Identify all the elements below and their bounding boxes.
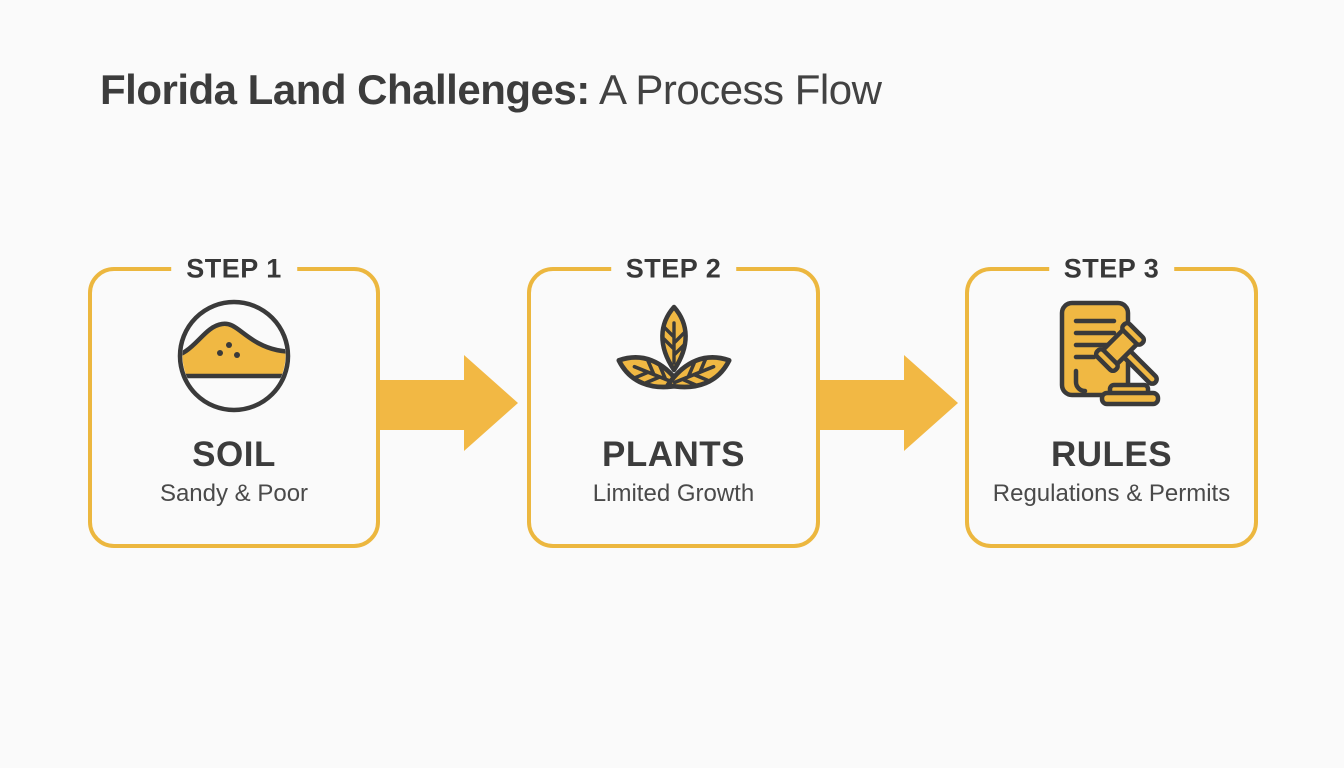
step-label: STEP 1	[171, 253, 297, 285]
step-card-rules: STEP 3 RULES Regulations & Permits	[965, 253, 1258, 548]
title-regular-segment: A Process Flow	[598, 66, 882, 113]
arrow-right-icon	[820, 355, 958, 451]
step-name: PLANTS	[602, 435, 745, 474]
step-label: STEP 3	[1048, 253, 1175, 285]
soil-icon	[176, 299, 292, 415]
step-description: Sandy & Poor	[159, 480, 309, 507]
page-title: Florida Land Challenges:A Process Flow	[100, 66, 882, 114]
step-label: STEP 2	[610, 253, 737, 285]
title-bold-segment: Florida Land Challenges:	[100, 66, 590, 113]
step-card-plants: STEP 2 PLANTS Limited Growth	[527, 253, 820, 548]
rules-icon	[1054, 299, 1170, 415]
step-name: RULES	[1050, 435, 1173, 474]
step-description: Limited Growth	[592, 480, 755, 507]
plants-icon	[616, 299, 732, 415]
arrow-right-icon	[380, 355, 518, 451]
step-name: SOIL	[192, 435, 276, 474]
step-description: Regulations & Permits	[992, 480, 1231, 507]
step-card-soil: STEP 1 SOIL Sandy & Poor	[88, 253, 380, 548]
